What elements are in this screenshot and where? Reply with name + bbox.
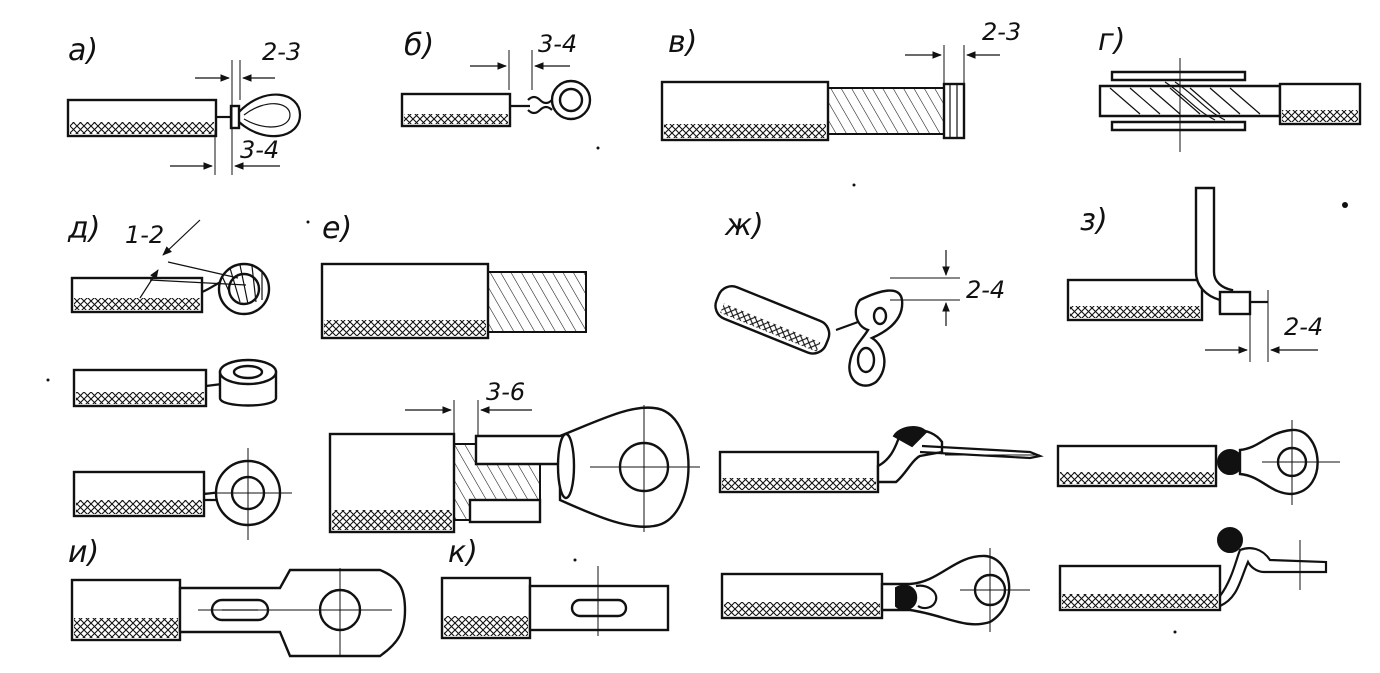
dim-v-top: 2-3	[982, 18, 1021, 46]
coil-z2	[1217, 449, 1243, 475]
spool-top	[1110, 70, 1247, 82]
panel-i: и)	[68, 535, 407, 658]
print-specks	[46, 146, 1348, 634]
dim-z-bottom: 2-4	[1284, 313, 1323, 341]
cable-k	[440, 576, 532, 640]
cable-d1	[70, 276, 204, 314]
dim-zh-right: 2-4	[966, 276, 1005, 304]
label-d: д)	[67, 211, 100, 246]
lug-e	[474, 406, 690, 528]
dim-d-angle: 1-2	[125, 221, 164, 249]
wire-g	[1098, 84, 1282, 118]
panel-g: г)	[1098, 23, 1362, 152]
cable-e2	[328, 432, 456, 534]
panel-d: д) 1-2	[67, 211, 292, 540]
crimp-a	[229, 104, 241, 130]
dim-a-top: 2-3	[262, 38, 301, 66]
spool-bottom	[1110, 120, 1247, 132]
cable-d3	[72, 470, 206, 518]
cable-e1	[320, 262, 490, 340]
twist-b	[527, 95, 553, 115]
loop-a	[238, 93, 302, 138]
label-b: б)	[404, 28, 434, 63]
panel-a: а) 2-3 3-4	[66, 33, 302, 175]
lug-zh3	[880, 554, 1011, 626]
lug-zh1	[848, 289, 904, 387]
conductor-v	[827, 87, 947, 135]
label-g: г)	[1098, 23, 1125, 58]
cable-d2	[72, 368, 208, 408]
cable-z2	[1056, 444, 1218, 488]
dim-a-bottom: 3-4	[240, 136, 279, 164]
panel-b: б) 3-4	[400, 28, 592, 128]
slot-k	[570, 598, 628, 618]
dim-b-top: 3-4	[538, 30, 577, 58]
panel-z: з) 2-4	[1056, 186, 1340, 612]
label-k: к)	[448, 535, 478, 570]
cable-zh2	[718, 450, 880, 494]
solder-z3	[1217, 527, 1243, 553]
panel-e: е) 3-6	[320, 211, 700, 534]
cable-zh1	[714, 285, 831, 355]
label-i: и)	[68, 535, 99, 570]
dim-e-gap: 3-6	[486, 378, 525, 406]
label-z: з)	[1080, 203, 1108, 238]
label-v: в)	[668, 25, 697, 60]
label-e: е)	[322, 211, 352, 246]
wire-zh2	[876, 428, 944, 484]
conductor-e1	[487, 271, 587, 333]
cable-i	[70, 578, 182, 642]
panel-zh: ж) 2-4	[714, 208, 1044, 632]
cable-g	[1278, 82, 1362, 126]
label-a: а)	[68, 33, 98, 68]
cable-z1	[1066, 278, 1204, 322]
sleeve-v	[942, 82, 966, 140]
cable-v	[660, 80, 830, 142]
cable-z3	[1058, 564, 1222, 612]
panel-v: в) 2-3	[660, 18, 1021, 142]
cable-zh3	[720, 572, 884, 620]
cable-a	[66, 98, 218, 138]
cable-b	[400, 92, 512, 128]
panel-k: к)	[440, 535, 670, 640]
label-zh: ж)	[724, 208, 764, 243]
